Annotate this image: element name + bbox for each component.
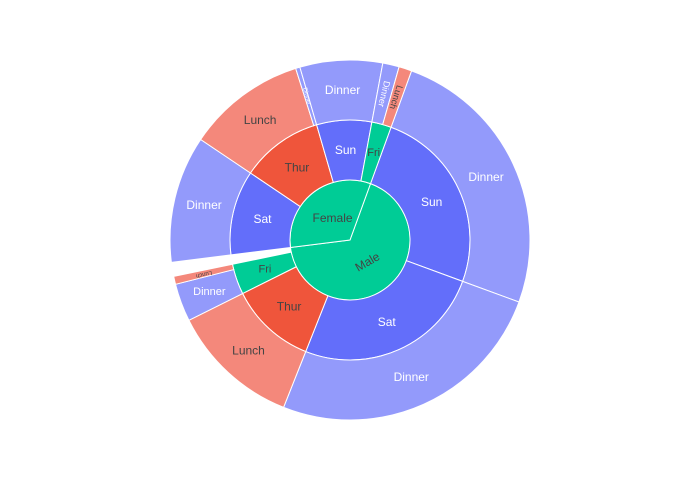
slice-male-sun-dinner[interactable] (390, 70, 531, 303)
slice-male-sat-dinner[interactable] (282, 280, 520, 421)
slice-male-fri-lunch[interactable] (173, 263, 235, 285)
slice-female-fri-lunch[interactable] (382, 66, 413, 128)
